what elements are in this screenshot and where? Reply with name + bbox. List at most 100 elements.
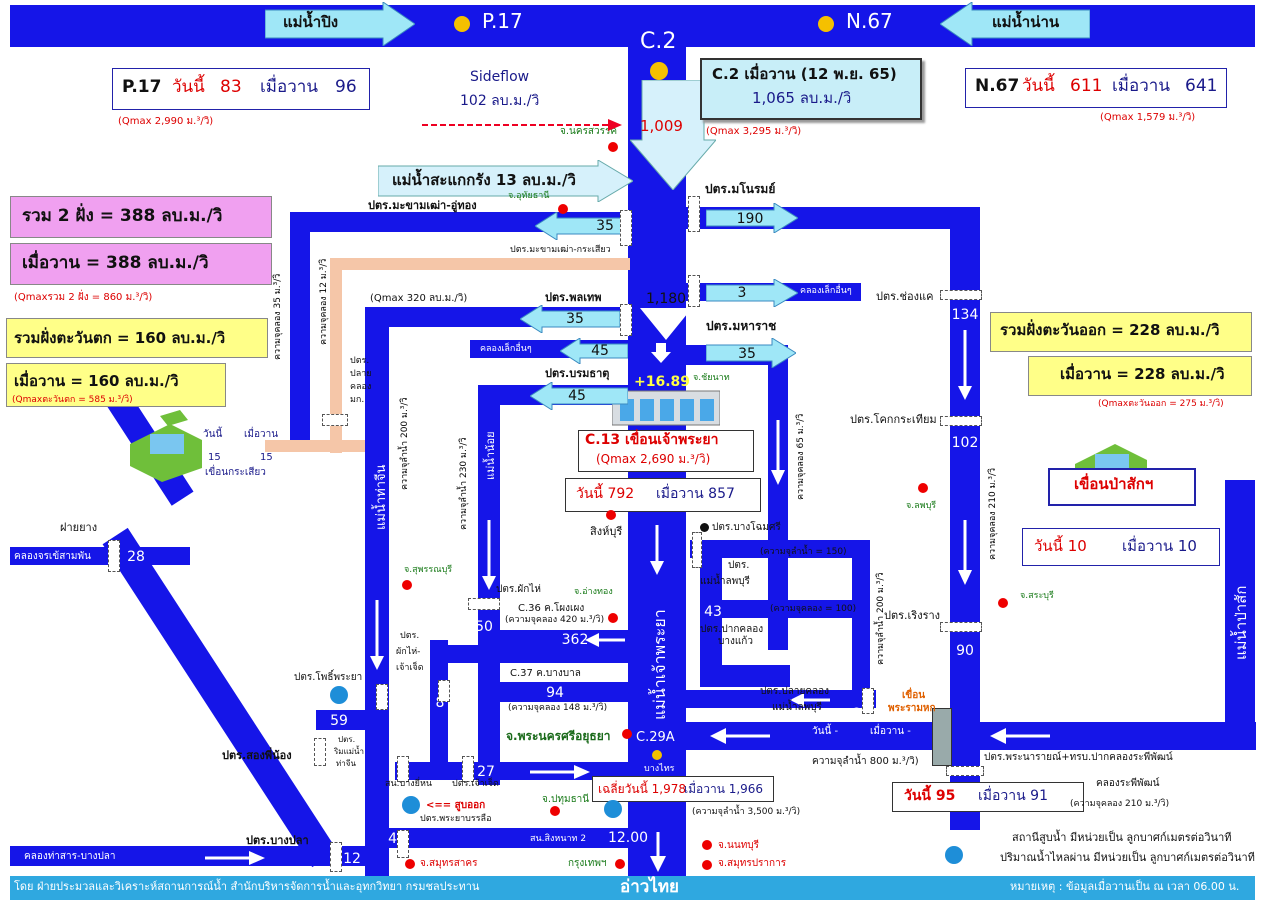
c36-arrow [585, 632, 625, 647]
borommathat-label: ปตร.บรมธาตุ [545, 367, 610, 380]
phak-hai-label: ปตร.ผักไห่ [496, 584, 541, 595]
n67-yesterday-value: 641 [1185, 76, 1218, 96]
saraburi-dot [998, 598, 1008, 608]
choeng-rang-label: ปตร.เริงราง [884, 609, 941, 622]
east-yesterday: เมื่อวาน = 228 ลบ.ม./วิ [1060, 365, 1225, 383]
phranarai-box [892, 782, 1084, 812]
chao-chet-gate [462, 756, 474, 782]
pump-icon-1 [330, 686, 348, 704]
lopburi-bottom [700, 665, 790, 687]
pump-icon-2 [402, 796, 420, 814]
nonthaburi-label: จ.นนทบุรี [718, 840, 760, 851]
plai-khlong-gate-label-4: มก. [350, 395, 365, 405]
cap-210-label: ความจุคลอง 210 ม.³/วิ [988, 467, 998, 560]
pa-sak-river-label: แม่น้ำป่าสัก [1232, 585, 1250, 660]
khlong-lek-east-flow: 3 [737, 285, 747, 301]
c2-box [700, 58, 922, 120]
rim-maenam-label: ปตร. [338, 735, 356, 744]
nan-river-arrow [939, 1, 1091, 47]
c29a-label: C.29A [636, 730, 675, 745]
cap-65-label: ความจุคลอง 65 ม.³/วิ [796, 413, 806, 500]
chao-chet-flow: 27 [477, 764, 495, 780]
p17-box [112, 68, 370, 110]
plai-khlong-gate-label-3: คลอง [350, 382, 372, 392]
rim-maenam-gate [397, 830, 409, 858]
samut-sakhon-dot [405, 859, 415, 869]
chao-chet-label: ปตร.เจ้าเจ็ด [452, 779, 499, 789]
pak-khlong-label: ปตร.ปากคลอง [700, 624, 764, 635]
c13-title: C.13 เขื่อนเจ้าพระยา [585, 432, 719, 448]
pasak-values-box [1022, 528, 1220, 566]
yesterday-two-banks: เมื่อวาน = 388 ลบ.ม./วิ [22, 253, 209, 273]
chorakhe-flow: 28 [127, 549, 145, 565]
plai-khlong-gate-label: ปตร. [350, 356, 370, 366]
estuary-flow: 12.00 [607, 830, 649, 846]
c36-label: C.36 ค.โผงเผง [518, 603, 585, 614]
c2-station-icon [650, 62, 668, 80]
sing-buri-label: สิงห์บุรี [590, 525, 623, 538]
lop-buri-label: จ.ลพบุรี [906, 501, 937, 511]
pasak-yesterday: เมื่อวาน 10 [1122, 537, 1197, 555]
phraya-banlue-canal [380, 828, 630, 848]
samut-prakan-label: จ.สมุทรปราการ [718, 858, 787, 869]
song-phi-nong-label: ปตร.สองพี่น้อง [222, 749, 292, 762]
tha-chin-arrow [370, 600, 384, 670]
phranarai-label: ปตร.พระนารายณ์+ทรบ.ปากคลองระพีพัฒน์ [984, 752, 1173, 763]
dam-arrow [651, 343, 671, 363]
ang-thong-label: จ.อ่างทอง [574, 587, 613, 597]
c2-qmax: (Qmax 3,295 ม.³/วิ) [706, 126, 802, 137]
n67-top-label: N.67 [846, 9, 893, 33]
chai-nat-label: จ.ชัยนาท [693, 373, 730, 383]
cap-150-label: (ความจุลำน้ำ = 150) [760, 547, 847, 557]
chong-khae-gate [940, 290, 982, 300]
fai-yang-label: ฝายยาง [60, 521, 98, 534]
bang-khonthi-dot [700, 523, 709, 532]
mahakarat-label: ปตร.มหาราช [706, 319, 777, 333]
p17-yesterday-label: เมื่อวาน [260, 77, 318, 97]
song-phi-nong-gate [314, 738, 326, 766]
lop-buri-dot [918, 483, 928, 493]
makham-uthong-flow-arrow [534, 211, 626, 241]
tha-san-arrow [205, 850, 265, 865]
yesterday-91: เมื่อวาน 91 [978, 788, 1048, 804]
chong-khae-arrow [958, 330, 972, 400]
n67-yesterday-label: เมื่อวาน [1112, 76, 1170, 96]
song-phi-nong-arrow [253, 670, 304, 712]
yesterday-two-banks-box [10, 243, 272, 285]
phraya-banlue-label: ปตร.พระยาบรรลือ [420, 814, 492, 824]
lopburi-loop-top [690, 540, 870, 558]
phonlathep-flow-arrow [519, 304, 621, 334]
c2-label: C.2 [640, 29, 677, 54]
phak-hai-chet-label-2: ผักไห่- [396, 647, 421, 657]
son-sing-nat-label: สน.สิงหนาท 2 [530, 834, 587, 844]
phram-dam-label-2: พระรามหก [888, 703, 936, 714]
pho-phraya-flow: 59 [330, 713, 348, 729]
pasak-flow-arrow-2 [990, 728, 1050, 744]
plai-khlong-label: ปตร.ปลายคลอง [760, 686, 830, 697]
pho-phraya-label: ปตร.โพธิ์พระยา [294, 672, 363, 683]
bang-kaeo-label: บางแก้ว [718, 636, 753, 647]
cap-200-label: ความจุลำน้ำ 200 ม.³/วิ [400, 397, 410, 491]
pump-icon-3 [604, 800, 622, 818]
sakae-krang-label: แม่น้ำสะแกกรัง 13 ลบ.ม./วิ [392, 171, 576, 189]
c13-today: วันนี้ 792 [576, 486, 635, 502]
tha-san-label: คลองท่าสาร-บางปลา [24, 851, 116, 862]
choeng-rang-flow: 90 [956, 643, 974, 659]
dam-level: +16.89 [634, 374, 691, 390]
qmax-two-banks: (Qmaxรวม 2 ฝั่ง = 860 ม.³/วิ) [14, 292, 153, 303]
son-bang-yi-khan-label: สน.บางยี่หน [385, 779, 433, 789]
credit-text: โดย ฝ่ายประมวลและวิเคราะห์สถานการณ์น้ำ ส… [14, 880, 480, 893]
phak-hai-gate [468, 598, 500, 610]
note-text: หมายเหตุ : ข้อมูลเมื่อวานเป็น ณ เวลา 06.… [1010, 880, 1240, 893]
west-yesterday-box [6, 363, 226, 407]
c13-yesterday: เมื่อวาน 857 [656, 486, 735, 502]
makham-krasiao-label: ปตร.มะขามเฒ่า-กระเสียว [510, 245, 611, 255]
ping-river-label: แม่น้ำปิง [283, 13, 339, 31]
phonlathep-flow: 35 [566, 311, 584, 327]
c29a-station-icon [652, 750, 662, 760]
khlong-lek-east-label: คลองเล็กอื่นๆ [800, 286, 852, 296]
c29a-yesterday: เมื่อวาน 1,966 [684, 782, 764, 796]
yesterday-dash: เมื่อวาน - [870, 726, 911, 737]
pathum-dot [550, 806, 560, 816]
sideflow-value: 102 ลบ.ม./วิ [460, 93, 540, 109]
